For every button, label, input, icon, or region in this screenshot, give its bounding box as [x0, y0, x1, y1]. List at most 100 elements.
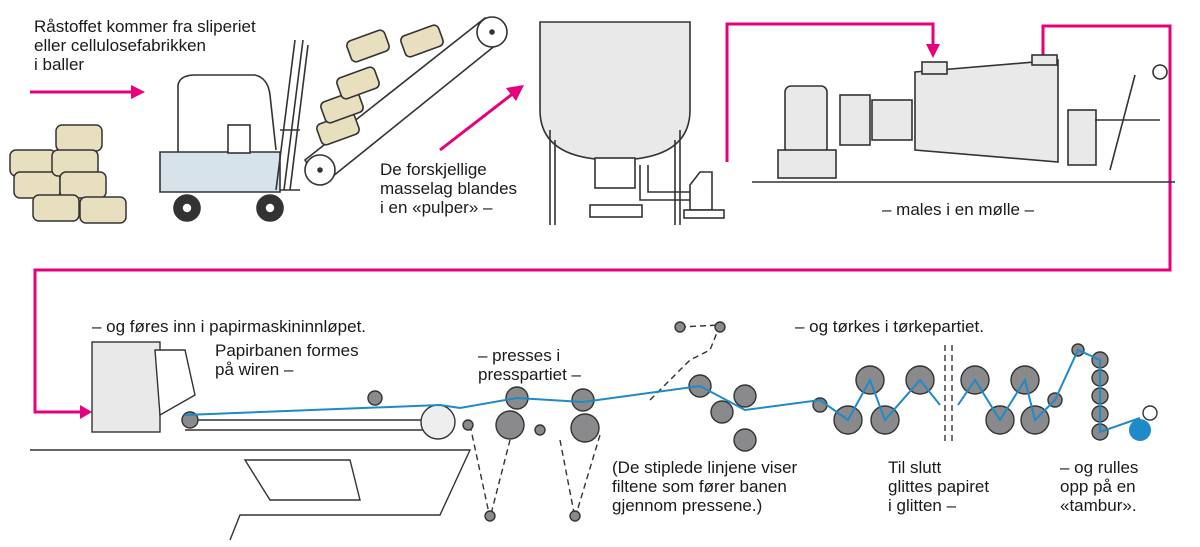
section-break — [944, 345, 953, 445]
forklift-cab — [177, 74, 277, 155]
headbox-slope — [154, 349, 196, 417]
pulper — [539, 21, 725, 225]
motor — [784, 85, 828, 155]
label-line: i en «pulper» – — [380, 198, 493, 217]
coupling — [839, 94, 871, 146]
label-line: De forskjellige — [380, 160, 487, 179]
label-line: (De stiplede linjene viser — [612, 458, 798, 477]
label-line: opp på en — [1060, 477, 1136, 496]
label-inlet: – og føres inn i papirmaskininnløpet. — [92, 317, 366, 336]
arrow-to-pulper-head — [506, 85, 524, 101]
label-line: – og rulles — [1060, 458, 1138, 477]
pulper-pump — [689, 171, 713, 211]
mill-inlet — [921, 61, 948, 75]
adjust-lever — [1095, 74, 1160, 171]
press-roll — [710, 400, 734, 424]
label-line: – og tørkes i tørkepartiet. — [795, 317, 984, 336]
conveyor — [303, 16, 508, 187]
label-mill: – males i en mølle – — [882, 200, 1035, 219]
bale — [55, 124, 103, 152]
pulper-drive — [594, 157, 636, 189]
mill-housing — [914, 59, 1059, 163]
felt-roll — [714, 321, 726, 333]
paper-web — [184, 348, 1141, 434]
felt-roll — [674, 321, 686, 333]
bearing-block — [871, 99, 913, 141]
label-line: på wiren – — [215, 360, 294, 379]
couch-roll — [420, 404, 456, 440]
bale-on-conveyor — [400, 24, 444, 58]
pulper-outlet-pipe — [639, 165, 700, 201]
label-line: masselag blandes — [380, 179, 517, 198]
mill-support — [1067, 109, 1097, 166]
label-line: Papirbanen formes — [215, 341, 359, 360]
bale — [13, 171, 61, 199]
bale-on-conveyor — [320, 90, 364, 124]
forklift — [159, 39, 309, 222]
forklift-seat — [227, 124, 251, 154]
label-line: presspartiet – — [478, 365, 582, 384]
pulper-legs — [549, 130, 681, 225]
label-line: eller cellulosefabrikken — [34, 36, 206, 55]
label-dryer: – og tørkes i tørkepartiet. — [795, 317, 984, 336]
adjust-wheel — [1152, 64, 1168, 80]
motor-base — [777, 149, 837, 179]
press-section — [462, 321, 757, 522]
label-line: i baller — [34, 55, 84, 74]
refiner-mill — [752, 54, 1175, 183]
arrow-machine-in-head — [80, 405, 92, 419]
bale — [79, 196, 127, 224]
felt-roll — [484, 510, 496, 522]
press-roll — [733, 428, 757, 452]
label-line: gjennom pressene.) — [612, 496, 762, 515]
arrow-pulper-to-mill — [725, 22, 935, 162]
bale-stack — [9, 124, 127, 224]
press-roll — [733, 384, 757, 408]
arrow-mill-to-machine — [33, 24, 1172, 414]
forklift-wheel-rear-hub — [264, 202, 276, 214]
label-line: – og føres inn i papirmaskininnløpet. — [92, 317, 366, 336]
label-line: Til slutt — [888, 458, 941, 477]
forklift-forks — [280, 129, 300, 191]
bale-on-conveyor — [346, 29, 390, 63]
reel-drum — [1142, 405, 1158, 421]
arrow-to-pulper — [439, 90, 516, 152]
bale — [59, 171, 107, 199]
felt-roll — [569, 510, 581, 522]
label-line: «tambur». — [1060, 496, 1137, 515]
felt-roll — [462, 419, 474, 431]
label-line: – males i en mølle – — [882, 200, 1035, 219]
press-roll-bottom — [495, 410, 525, 440]
label-line: – presses i — [478, 346, 560, 365]
conveyor-roller-bottom-axle — [317, 167, 323, 173]
forklift-body — [159, 151, 281, 193]
forklift-wheel-front-hub — [181, 202, 193, 214]
forming-roll — [181, 411, 199, 429]
forming-roll — [367, 390, 383, 406]
headbox — [91, 341, 161, 433]
bale — [32, 194, 80, 222]
pulper-tank — [539, 21, 691, 161]
label-line: glittes papiret — [888, 477, 989, 496]
pulper-base — [589, 204, 643, 218]
bale-on-conveyor — [336, 66, 380, 100]
label-line: Råstoffet kommer fra sliperiet — [34, 17, 256, 36]
forklift-mast — [275, 39, 309, 191]
arrow-intake-head — [131, 85, 145, 99]
tambour — [1129, 419, 1151, 441]
flow-arrows — [30, 22, 1172, 419]
felt-roll — [534, 424, 546, 436]
dryer-section — [812, 345, 1063, 445]
machine-foundation — [30, 449, 472, 541]
mill-outlet — [1031, 54, 1058, 66]
arrow-mill-in-head — [926, 44, 940, 58]
label-line: filtene som fører banen — [612, 477, 787, 496]
